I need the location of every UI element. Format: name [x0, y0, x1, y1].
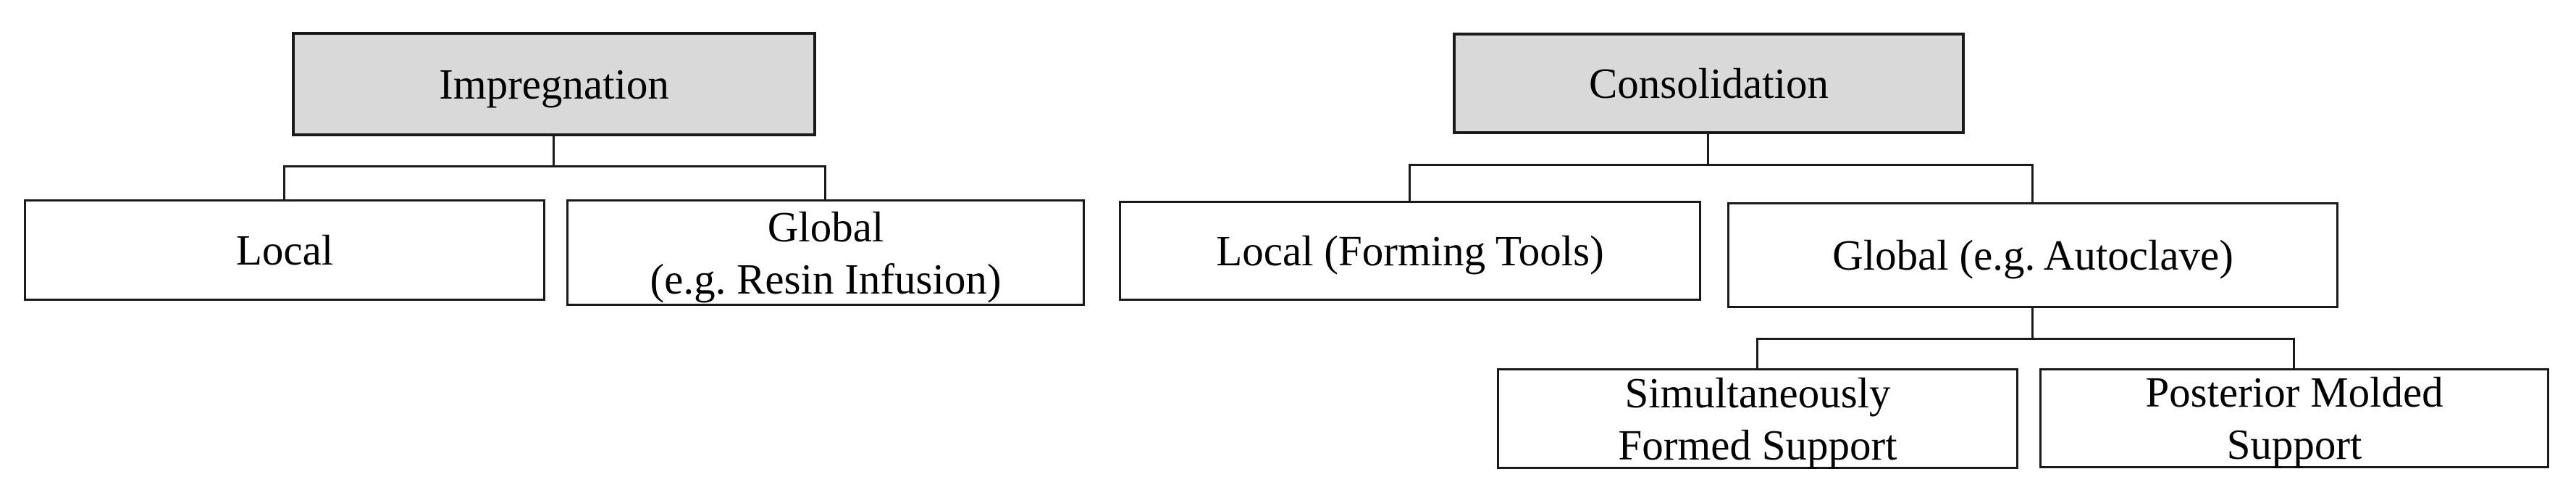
consolidation-local-drop-line	[1409, 164, 1411, 204]
posterior-support-drop-line	[2293, 338, 2295, 370]
impregnation-global-drop-line	[824, 165, 826, 201]
node-simultaneously-formed-support-label: Simultaneously Formed Support	[1618, 368, 1897, 469]
consolidation-children-bar	[1409, 164, 2034, 166]
node-posterior-molded-support-label: Posterior Molded Support	[2145, 368, 2443, 468]
impregnation-children-bar	[283, 165, 826, 167]
impregnation-stem-line	[553, 135, 555, 167]
node-consolidation-global-label: Global (e.g. Autoclave)	[1832, 231, 2233, 279]
node-impregnation-label: Impregnation	[439, 60, 669, 108]
node-simultaneously-formed-support: Simultaneously Formed Support	[1497, 368, 2018, 469]
simultaneously-support-drop-line	[1756, 338, 1758, 370]
global-autoclave-stem-line	[2031, 307, 2034, 340]
node-impregnation-global-resin-infusion: Global (e.g. Resin Infusion)	[566, 199, 1085, 306]
node-consolidation-label: Consolidation	[1588, 59, 1829, 107]
node-consolidation: Consolidation	[1453, 33, 1965, 134]
node-impregnation-local-label: Local	[235, 226, 334, 274]
node-impregnation-global-label: Global (e.g. Resin Infusion)	[650, 202, 1002, 303]
consolidation-global-drop-line	[2031, 164, 2034, 204]
global-autoclave-children-bar	[1756, 338, 2295, 340]
node-posterior-molded-support: Posterior Molded Support	[2039, 368, 2549, 468]
node-consolidation-local-forming-tools: Local (Forming Tools)	[1119, 201, 1701, 301]
impregnation-local-drop-line	[283, 165, 285, 201]
node-consolidation-local-label: Local (Forming Tools)	[1216, 227, 1604, 275]
consolidation-stem-line	[1707, 133, 1709, 166]
node-consolidation-global-autoclave: Global (e.g. Autoclave)	[1727, 202, 2338, 308]
node-impregnation-local: Local	[24, 199, 545, 301]
node-impregnation: Impregnation	[292, 32, 816, 136]
